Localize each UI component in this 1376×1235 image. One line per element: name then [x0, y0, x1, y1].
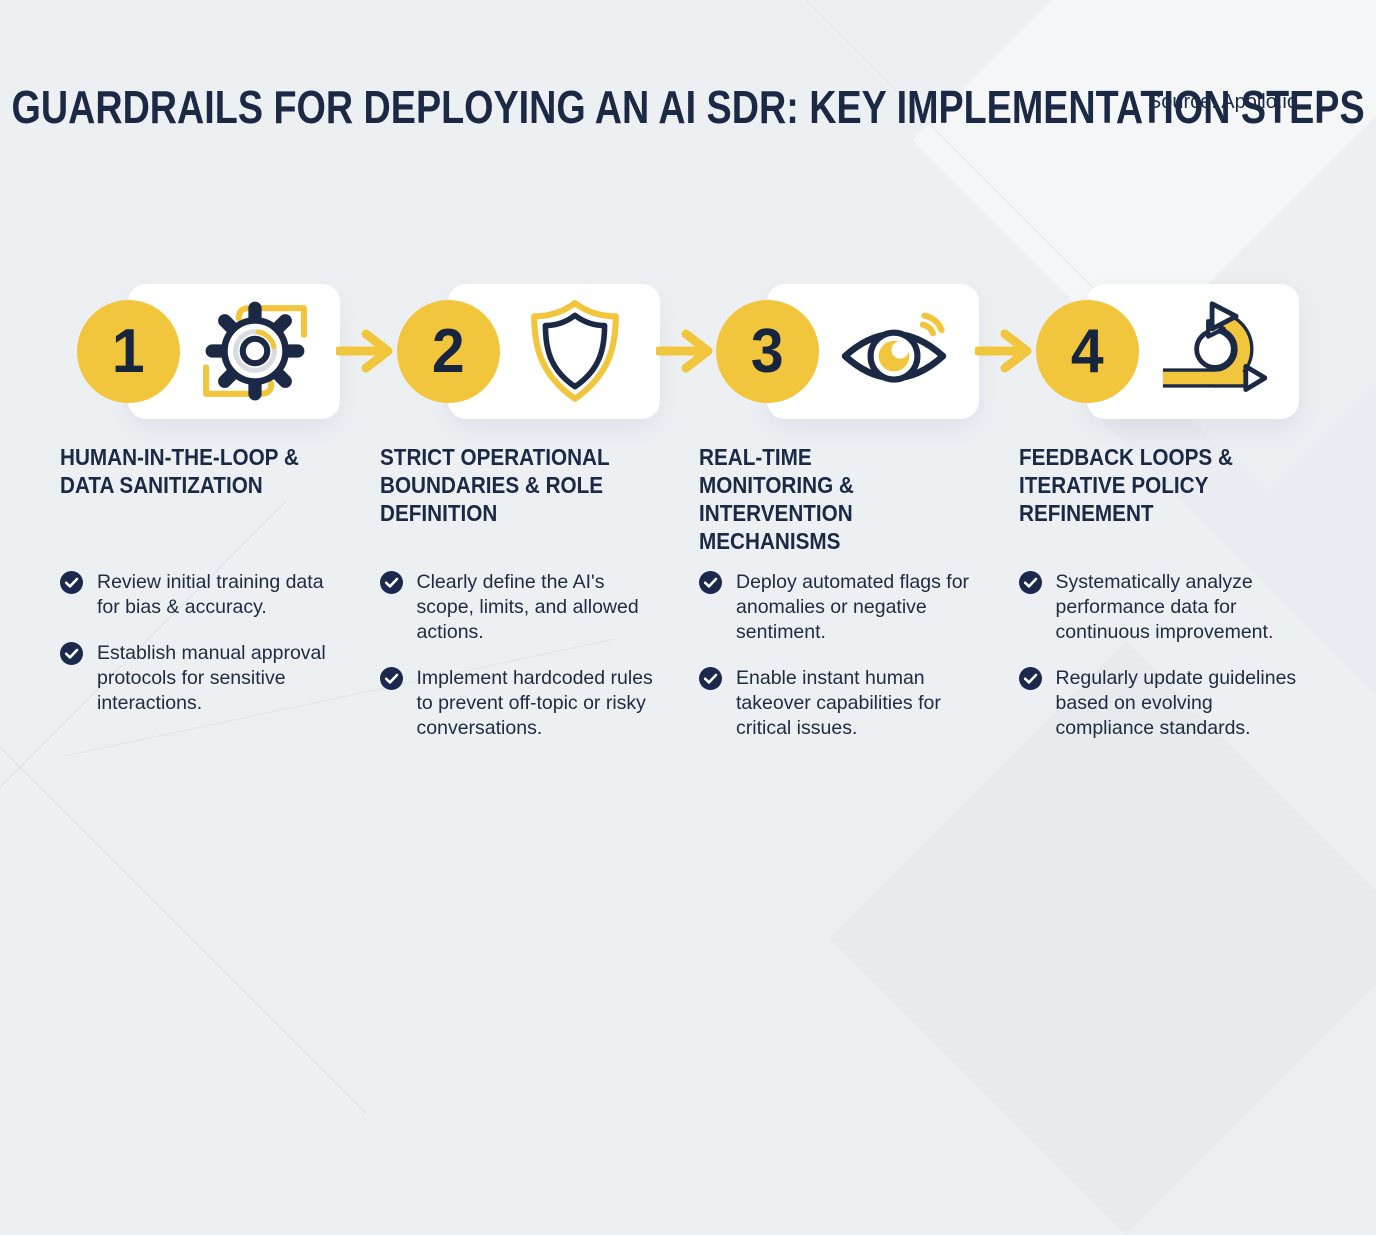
step-3-visual: 3: [699, 284, 1032, 419]
step-4-bullets: Systematically analyze performance data …: [1018, 570, 1317, 741]
list-item: Implement hardcoded rules to prevent off…: [379, 666, 678, 741]
check-icon: [699, 667, 722, 690]
bullet-text: Systematically analyze performance data …: [1055, 571, 1274, 643]
list-item: Systematically analyze performance data …: [1018, 570, 1317, 645]
step-3: 3 REAL-TIME MONITORING & INTERVENTION ME…: [699, 284, 1032, 762]
step-1-number-badge: 1: [77, 300, 180, 403]
gear-icon: [202, 298, 308, 404]
bullet-text: Regularly update guidelines based on evo…: [1055, 667, 1297, 739]
step-2-title: STRICT OPERATIONAL BOUNDARIES & ROLE DEF…: [379, 444, 609, 526]
list-item: Regularly update guidelines based on evo…: [1018, 666, 1317, 741]
step-4: 4 FEEDBACK LOOPS & ITERATIVE POLICY REFI…: [1018, 284, 1317, 762]
step-2-bullets: Clearly define the AI's scope, limits, a…: [379, 570, 678, 741]
steps-row: 1 HUMAN-IN-THE-LOOP & DATA SANITIZATION …: [60, 284, 1316, 762]
step-2-number-badge: 2: [396, 300, 500, 403]
bullet-text: Implement hardcoded rules to prevent off…: [416, 667, 653, 739]
bullet-text: Establish manual approval protocols for …: [97, 642, 326, 714]
step-number: 2: [431, 316, 465, 386]
check-icon: [379, 667, 403, 690]
check-icon: [60, 642, 83, 665]
arrow-right-icon: [334, 328, 400, 374]
step-3-bullets: Deploy automated flags for anomalies or …: [699, 570, 997, 741]
step-number: 4: [1070, 316, 1104, 386]
step-3-title: REAL-TIME MONITORING & INTERVENTION MECH…: [699, 444, 854, 554]
check-icon: [1018, 667, 1042, 690]
list-item: Establish manual approval protocols for …: [60, 641, 358, 716]
list-item: Review initial training data for bias & …: [60, 570, 358, 620]
check-icon: [379, 571, 403, 594]
check-icon: [699, 571, 722, 594]
list-item: Clearly define the AI's scope, limits, a…: [379, 570, 678, 645]
step-1-bullets: Review initial training data for bias & …: [60, 570, 358, 716]
step-4-visual: 4: [1019, 284, 1317, 419]
step-number: 3: [751, 316, 784, 386]
step-1-card: [128, 284, 340, 419]
step-3-number-badge: 3: [716, 300, 819, 403]
eye-monitoring-icon: [841, 298, 947, 404]
bullet-text: Deploy automated flags for anomalies or …: [736, 571, 970, 643]
step-number: 1: [112, 316, 145, 386]
list-item: Deploy automated flags for anomalies or …: [699, 570, 997, 645]
bullet-text: Clearly define the AI's scope, limits, a…: [416, 571, 639, 643]
source-credit: Source: Apollo.io: [1147, 91, 1298, 113]
list-item: Enable instant human takeover capabiliti…: [699, 666, 997, 741]
step-2: 2 STRICT OPERATIONAL BOUNDARIES & ROLE D…: [379, 284, 712, 762]
step-2-visual: 2: [380, 284, 712, 419]
background-line: [748, 0, 1104, 298]
step-1: 1 HUMAN-IN-THE-LOOP & DATA SANITIZATION …: [60, 284, 393, 762]
step-1-title: HUMAN-IN-THE-LOOP & DATA SANITIZATION: [60, 444, 299, 498]
iteration-loop-icon: [1161, 298, 1267, 404]
step-4-title: FEEDBACK LOOPS & ITERATIVE POLICY REFINE…: [1018, 444, 1233, 526]
arrow-right-icon: [654, 328, 720, 374]
check-icon: [60, 571, 83, 594]
shield-icon: [522, 298, 628, 404]
bullet-text: Review initial training data for bias & …: [97, 571, 324, 618]
step-1-visual: 1: [60, 284, 393, 419]
step-4-number-badge: 4: [1035, 300, 1139, 403]
check-icon: [1018, 571, 1042, 594]
bullet-text: Enable instant human takeover capabiliti…: [736, 667, 941, 739]
